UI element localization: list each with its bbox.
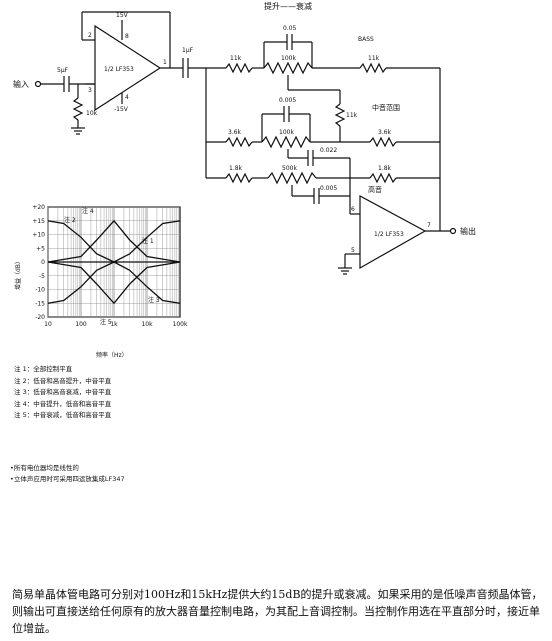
mid-pot [261,135,311,149]
opamp2-pin-7: 7 [427,222,431,229]
opamp1-name: 1/2 LF353 [104,66,134,73]
x-tick-label: 100k [173,321,188,328]
output-terminal [449,227,457,235]
treble-cap-label: 0.005 [320,185,337,192]
mid-pot-label: 100k [279,129,294,136]
annotation-note-3: 注 3 [148,296,160,304]
bass-pot-label: 100k [281,55,296,62]
opamp2-triangle [359,194,427,270]
coupling-cap-label: 1μF [182,47,194,54]
opamp2-pin-6: 6 [351,206,355,213]
notes-list: 注 1：全部控制平直 注 2：低音和高音提升，中音平直 注 3：低音和高音衰减，… [14,364,111,422]
treble-pot-label: 500k [282,165,297,172]
chart-xlabel: 频率（Hz） [96,351,128,359]
opamp1-pin-3: 3 [88,87,92,94]
x-tick-label: 1k [110,321,118,328]
note-1: 注 1：全部控制平直 [14,365,73,373]
mid-cap-label: 0.005 [279,97,296,104]
chart-ylabel: 增益（dB） [14,258,22,290]
boost-cut-title: 提升——衰减 [264,1,312,11]
opamp1-pin-1: 1 [163,59,167,66]
series-line-4 [47,219,181,263]
mid-r-shunt-label: 11k [346,112,358,119]
x-tick-label: 10k [141,321,153,328]
y-tick-label: +5 [36,245,45,252]
treble-pot [267,171,317,185]
y-tick-label: -5 [39,273,45,280]
bass-r-left-label: 11k [230,55,242,62]
annotation-note-2: 注 2 [64,216,76,224]
y-tick-label: +15 [32,218,45,225]
mid-label: 中音范围 [372,103,400,112]
y-tick-label: 0 [41,259,45,266]
y-tick-label: -10 [35,287,45,294]
opamp1-triangle [94,24,162,112]
x-tick-label: 10 [44,321,52,328]
annotation-note-4: 注 4 [82,207,94,215]
opamp1-neg-supply: -15V [114,106,129,113]
treble-label: 高音 [368,185,382,194]
footnote-linear-pots: •所有电位器均是线性的 [10,464,79,472]
y-tick-label: +20 [32,204,45,211]
mid-cap2-label: 0.022 [320,147,337,154]
mid-r-left-label: 3.6k [228,129,242,136]
treble-r-right-label: 1.8k [378,165,392,172]
treble-r-left-label: 1.8k [229,165,243,172]
note-2: 注 2：低音和高音提升，中音平直 [14,376,112,385]
opamp1-pin-4: 4 [125,94,129,101]
input-res-label: 10k [86,110,98,117]
y-tick-label: -15 [35,300,45,307]
x-tick-label: 100 [75,321,87,328]
opamp2-pin-5: 5 [351,247,355,254]
bass-cap-label: 0.05 [283,25,297,32]
bass-label: BASS [358,36,374,43]
annotation-note-1: 注 1 [142,237,154,245]
opamp1-pin-2: 2 [88,32,92,39]
note-4: 注 4：中音提升，低音和高音平直 [14,399,112,408]
opamp1-pos-supply: 15V [116,12,129,19]
y-tick-label: -20 [35,314,45,321]
opamp2-name: 1/2 LF353 [374,231,404,238]
note-3: 注 3：低音和高音衰减，中音平直 [14,388,112,396]
output-label: 输出 [460,226,476,236]
series-line-3 [47,261,181,304]
input-cap-label: 5μF [57,67,69,74]
series-line-5 [47,261,181,305]
frequency-response-chart: +20 +15 +10 +5 0 -5 -10 -15 -20 10 100 1k 10k 100k 频… [14,204,188,359]
input-label: 输入 [13,79,29,89]
bass-pot [263,61,313,75]
mid-r-right-label: 3.6k [378,129,392,136]
y-tick-label: +10 [32,232,45,239]
input-terminal [34,80,42,88]
description-paragraph: 简易单晶体管电路可分别对100Hz和15kHz提供大约15dB的提升或衰减。如果… [12,588,543,635]
bass-r-right-label: 11k [368,55,380,62]
footnote-stereo: •立体声应用时可采用四运放集成LF347 [10,475,125,483]
annotation-note-5: 注 5 [100,318,112,326]
footnotes: •所有电位器均是线性的 •立体声应用时可采用四运放集成LF347 [10,463,125,485]
opamp1-pin-8: 8 [125,33,129,40]
note-5: 注 5：中音衰减，低音和高音平直 [14,411,112,419]
